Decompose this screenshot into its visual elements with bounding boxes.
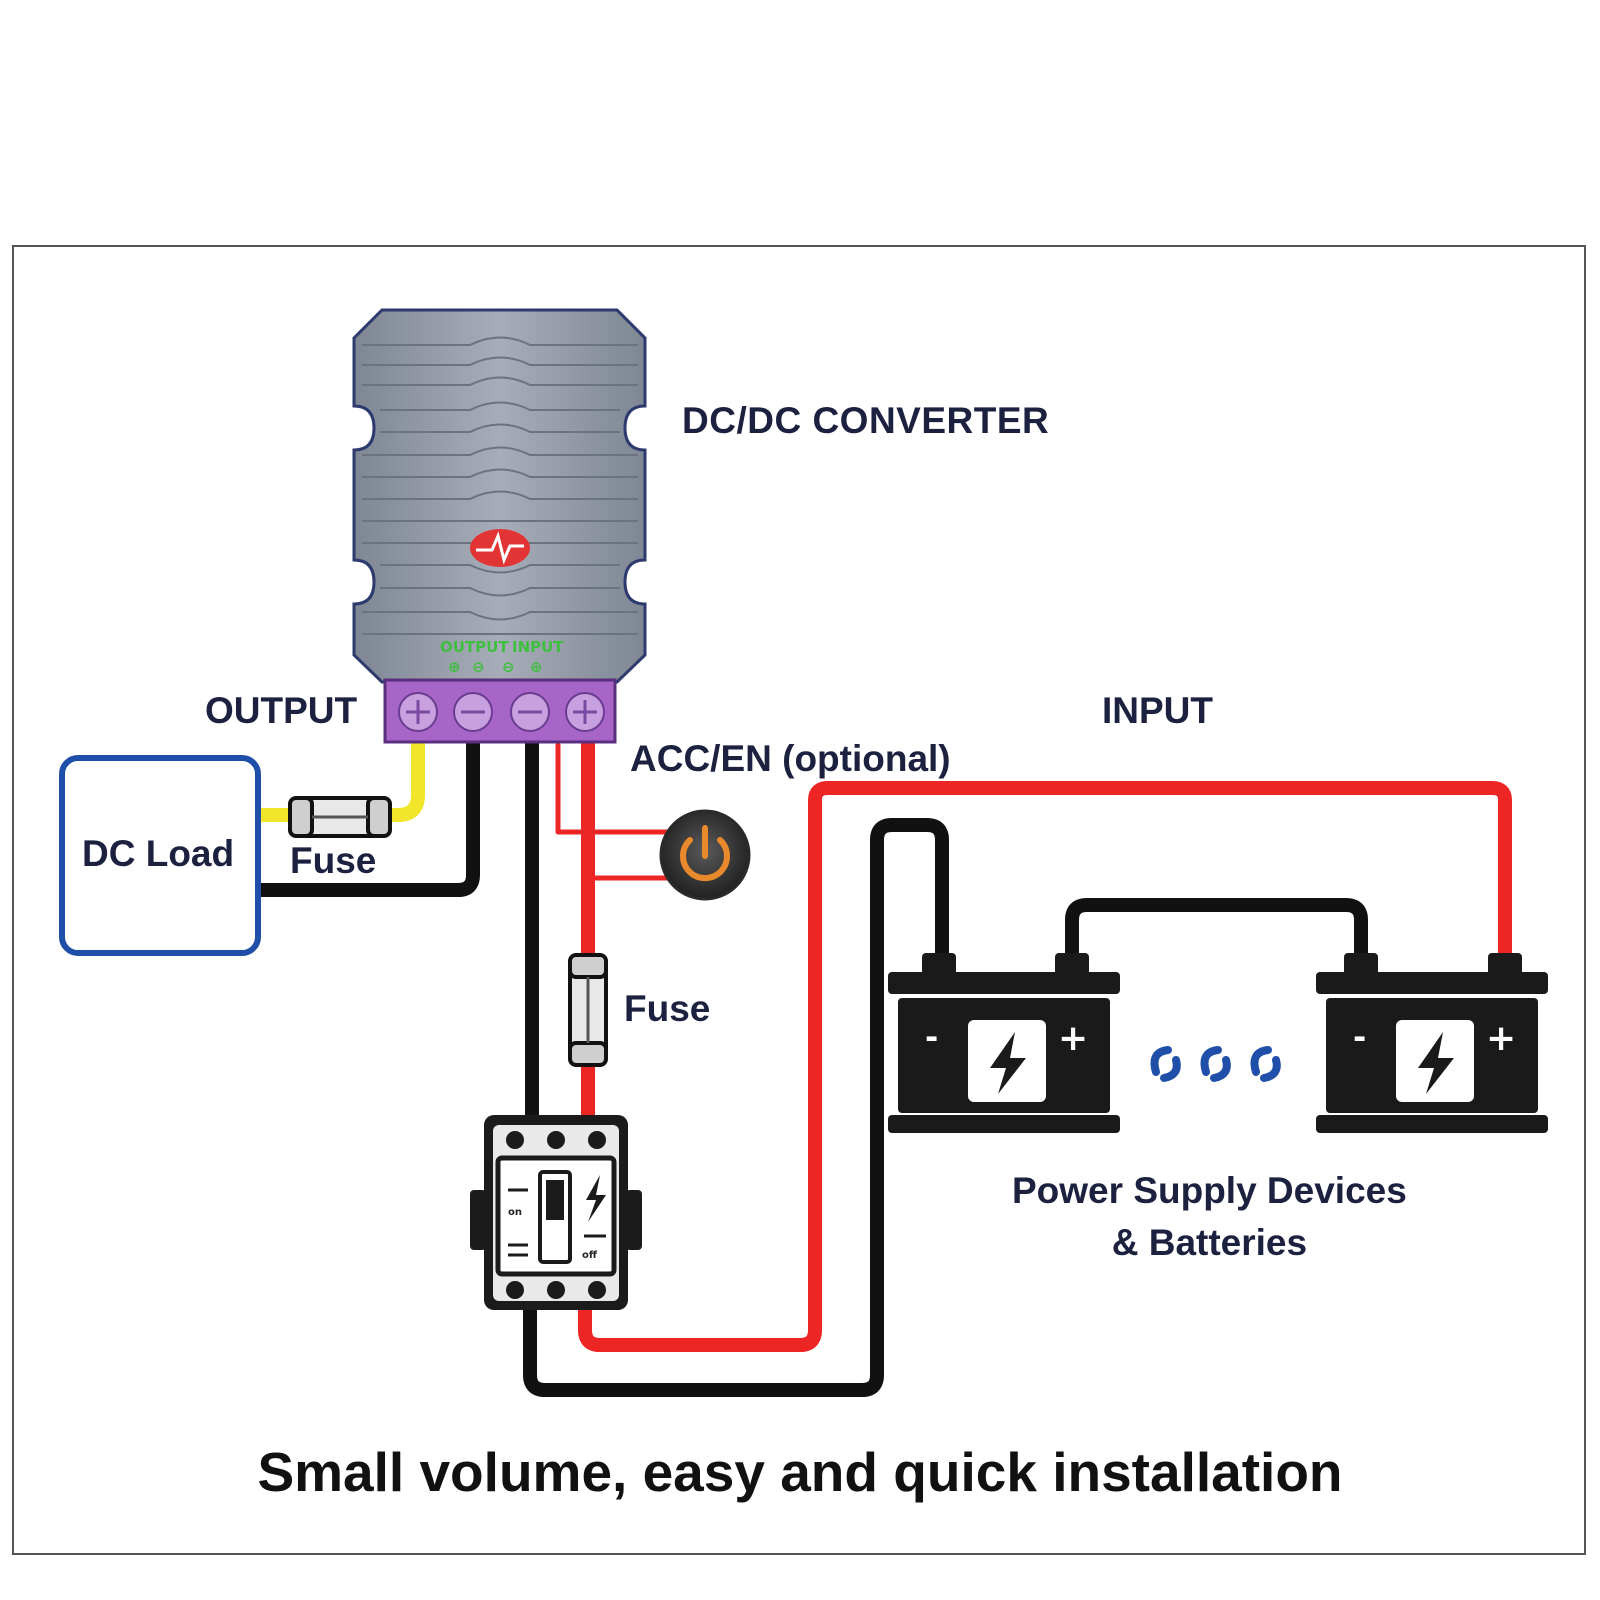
output-label: OUTPUT <box>205 690 358 731</box>
output-fuse <box>288 796 392 838</box>
acc-en-label: ACC/EN (optional) <box>630 738 951 779</box>
diagram-frame <box>12 245 1586 1555</box>
battery-left-minus: - <box>925 1018 938 1056</box>
power-supply-line1: Power Supply Devices <box>1012 1170 1407 1211</box>
acc-power-button <box>659 809 751 901</box>
wire-battery-link <box>1065 898 1368 965</box>
battery-left: - + <box>888 953 1120 1133</box>
dc-load-box <box>59 755 261 956</box>
caption: Small volume, easy and quick installatio… <box>257 1441 1343 1503</box>
polarity-symbols: ⊕ ⊖ ⊖ ⊕ <box>448 658 543 676</box>
breaker-off-label: off <box>582 1250 598 1261</box>
svg-text:⊕: ⊕ <box>530 658 543 676</box>
power-supply-label: Power Supply Devices & Batteries <box>1012 1165 1407 1269</box>
lightning-icon <box>586 1175 606 1222</box>
wire-input-positive-main <box>578 781 1512 1352</box>
wire-input-negative-main <box>523 818 949 1397</box>
series-connector-icon <box>1150 1046 1281 1082</box>
svg-text:⊖: ⊖ <box>502 658 515 676</box>
svg-text:⊕: ⊕ <box>448 658 461 676</box>
input-fuse-label: Fuse <box>624 988 711 1029</box>
wire-acc-en <box>555 742 683 881</box>
battery-right-minus: - <box>1353 1018 1366 1056</box>
battery-right: - + <box>1316 953 1548 1133</box>
battery-left-lightning-icon <box>990 1032 1026 1094</box>
battery-right-lightning-icon <box>1418 1032 1454 1094</box>
breaker-on-label: on <box>508 1207 522 1218</box>
battery-left-plus: + <box>1058 1018 1088 1059</box>
converter-output-text: OUTPUT <box>440 638 509 656</box>
converter-label: DC/DC CONVERTER <box>682 400 1050 441</box>
battery-right-plus: + <box>1486 1018 1516 1059</box>
output-fuse-label: Fuse <box>290 840 377 881</box>
input-label: INPUT <box>1102 690 1213 731</box>
svg-text:⊖: ⊖ <box>472 658 485 676</box>
brand-logo <box>470 529 530 567</box>
input-fuse <box>568 953 608 1067</box>
dc-load-label: DC Load <box>82 833 235 874</box>
circuit-breaker: on off <box>470 1115 642 1310</box>
converter-fins <box>362 336 638 635</box>
power-icon <box>680 837 730 882</box>
dc-dc-converter: OUTPUT INPUT ⊕ ⊖ ⊖ ⊕ <box>352 308 647 744</box>
wire-output-negative <box>245 733 480 897</box>
power-supply-line2: & Batteries <box>1111 1222 1308 1263</box>
converter-input-text: INPUT <box>512 638 564 656</box>
